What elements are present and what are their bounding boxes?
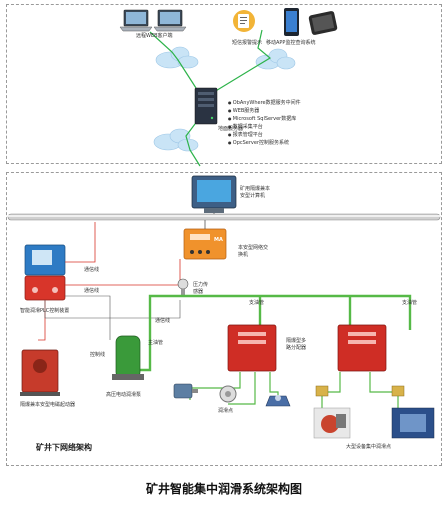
comm-line-label: 通信线 [84,288,100,294]
sms-alert-label: 短信报警提示 [232,40,263,46]
starter-label: 隔爆兼本安型电磁起动器 [20,402,76,408]
comm-line-label: 通信线 [155,318,171,324]
plc-label: 智能润滑PLC控制装置 [20,308,70,314]
pump-label: 高压电动润滑泵 [106,392,142,398]
cloud-icon [155,46,199,69]
feature-item: OpcServer控制服务系统 [228,139,301,147]
motor-icon [173,383,198,399]
network-bus [7,213,441,221]
plc-controller-icon [24,244,66,301]
feature-item: 数据采集平台 [228,123,301,131]
wireless-link [149,29,272,167]
industrial-computer-label-2: 安型计算机 [240,193,266,199]
laptop-icon [119,9,153,32]
cloud-icon [153,128,199,152]
distribution-valve-icon [227,324,277,372]
electric-lube-pump-icon [112,335,144,380]
lube-points-label: 润滑点 [218,408,234,414]
pressure-sensor-label-2: 感器 [193,289,204,295]
cloud-icon [255,48,296,70]
control-line-label: 控制线 [90,352,106,358]
underground-caption: 矿井下网络架构 [36,443,92,452]
smartphone-icon [308,11,338,35]
branch-pipe-label: 支油管 [249,300,265,306]
server-label: 地面服务器 [218,126,244,132]
sms-alert-icon [233,10,255,32]
bearing-block-icon [265,395,291,407]
server-icon [194,87,218,125]
main-pipe-label: 主油管 [148,340,164,346]
dist-valve-label-1: 隔爆型多 [286,338,307,344]
signal-line [44,295,181,340]
feature-item: 报表管理平台 [228,131,301,139]
server-feature-list: ObAnyWhere数据服务中间件 WEB服务器 Microsoft SqlSe… [228,99,301,147]
gear-bearing-icon [219,385,237,403]
dist-valve-label-2: 路分配器 [286,345,307,351]
industrial-computer-icon [191,175,237,213]
smartphone-icon [284,8,299,36]
large-equipment-label: 大型设备集中润滑点 [346,444,392,450]
laptop-icon [153,9,187,32]
ring-switch-label-2: 换机 [238,252,249,258]
magnetic-starter-icon [20,349,60,396]
mill-equipment-icon [391,407,435,439]
remote-web-client-label: 远程WEB客户端 [136,33,173,39]
comm-line-label: 通信线 [84,267,100,273]
svg-text:MA: MA [214,237,223,243]
crusher-equipment-icon [313,407,351,439]
progressive-valve-icon [391,385,405,397]
feature-item: Microsoft SqlServer数据库 [228,115,301,123]
industrial-computer-label-1: 矿用隔爆兼本 [240,186,271,192]
feature-item: WEB服务器 [228,107,301,115]
network-switch-icon: MA [183,228,227,260]
underground-network-frame [6,172,442,466]
progressive-valve-icon [315,385,329,397]
feature-item: ObAnyWhere数据服务中间件 [228,99,301,107]
pressure-sensor-icon [177,278,189,295]
mobile-app-label: 移动APP监控查询系统 [266,40,316,46]
surface-network-frame [6,4,442,164]
distribution-valve-icon [337,324,387,372]
figure-title: 矿井智能集中润滑系统架构图 [145,482,302,496]
ring-switch-label-1: 本安型网络交 [238,245,269,251]
pressure-sensor-label-1: 压力传 [193,282,209,288]
branch-pipe-label: 支油管 [402,300,418,306]
main-oil-pipe [130,294,412,372]
